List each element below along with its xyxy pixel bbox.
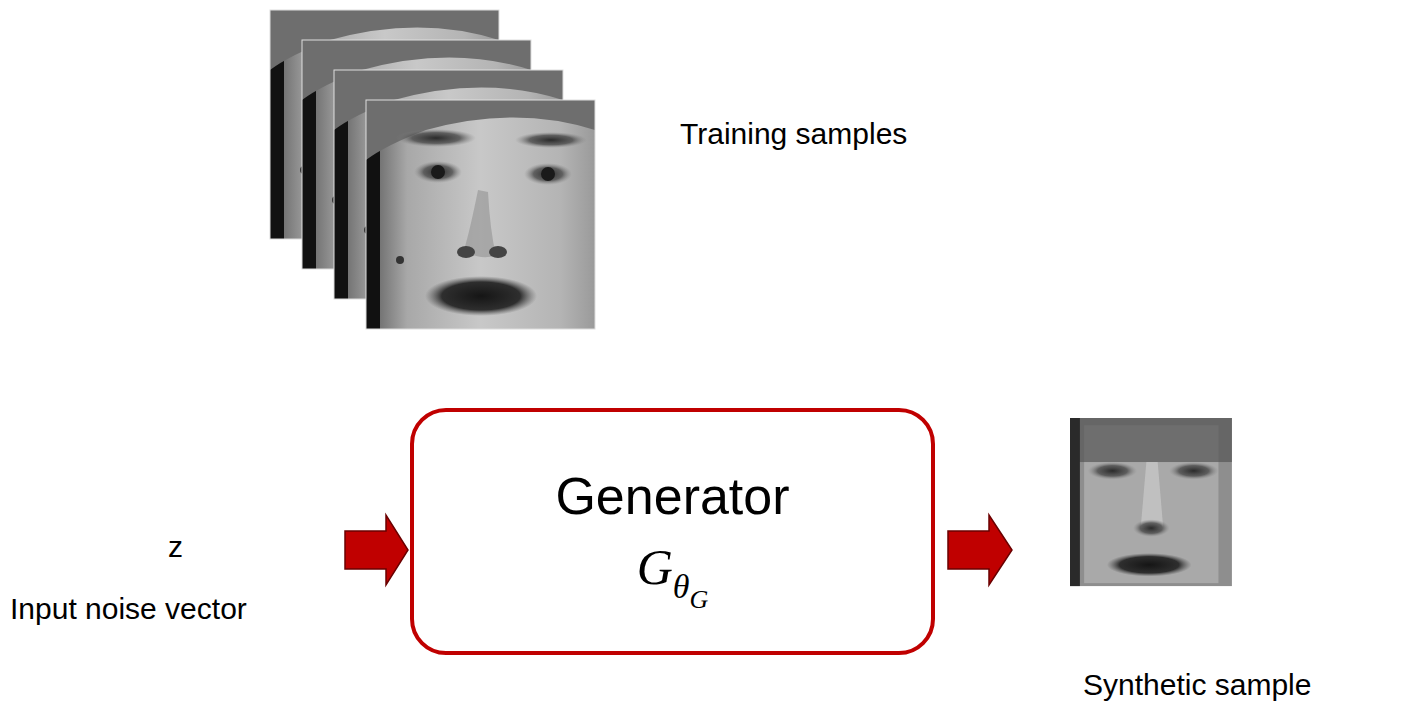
box-heading: Generator	[555, 468, 789, 525]
math-symbol: GθG	[637, 540, 709, 595]
math-subscript: θ	[673, 568, 690, 605]
variable-label: z	[168, 530, 183, 565]
generator-box: GeneratorGθG	[410, 408, 935, 655]
caption-label: Training samples	[680, 117, 907, 152]
math-symbol: G	[637, 539, 673, 595]
caption-label: Input noise vector	[10, 592, 247, 627]
math-subscript: G	[690, 585, 709, 614]
caption-label: Synthetic sample	[1083, 668, 1311, 703]
